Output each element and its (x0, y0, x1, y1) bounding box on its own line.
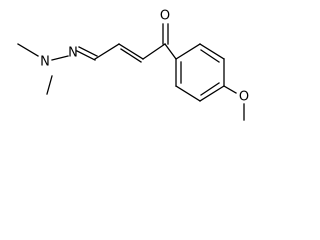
bond-imine-double-a (76, 50, 96, 61)
bond-methyl-1 (17, 43, 39, 57)
bond-ring-o (223, 85, 237, 94)
bond-methyl-2 (46, 75, 53, 95)
bond-n-n (51, 55, 69, 61)
chemical-structure-diagram: N N O O (17, 9, 249, 121)
ring-bond-1 (175, 43, 201, 60)
atom-label-o-carbonyl: O (160, 9, 170, 24)
bond-c-c-1 (94, 43, 120, 60)
ring-bond-4 (199, 85, 225, 102)
bond-alkene-double-a (118, 43, 144, 60)
bond-c-c-2 (142, 43, 166, 60)
ring-inner-bond-1 (200, 49, 220, 63)
atom-label-o-ether: O (239, 90, 249, 105)
atom-label-n-imine: N (68, 46, 78, 61)
bond-imine-double-b (78, 46, 98, 57)
ring-bond-5 (175, 85, 201, 102)
atom-label-n-amine: N (40, 55, 50, 70)
ring-bond-2 (199, 43, 225, 60)
bond-c-ring (164, 43, 177, 60)
ring-inner-bond-2 (200, 82, 220, 96)
bond-alkene-double-b (120, 48, 142, 63)
